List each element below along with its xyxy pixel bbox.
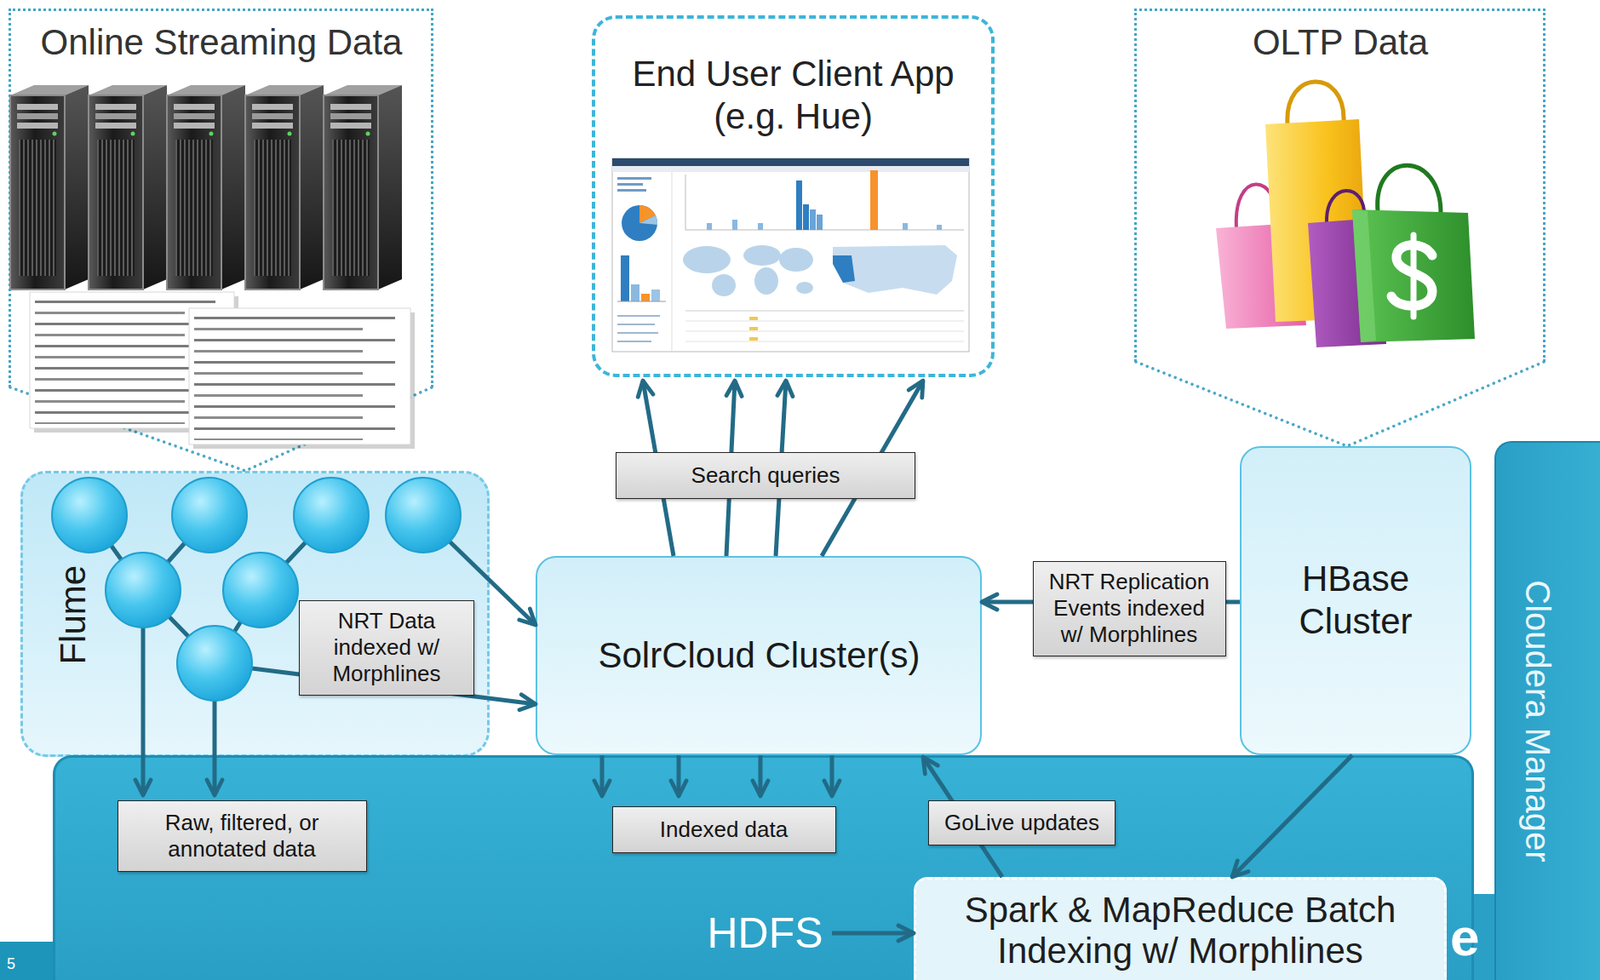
box-title: Spark & MapReduce Batch Indexing w/ Morp…	[941, 889, 1419, 973]
label-slot: e	[1450, 906, 1480, 970]
client-app-box: End User Client App (e.g. Hue)	[591, 15, 995, 378]
text-slot: SolrCloud Cluster(s)	[597, 634, 921, 677]
label-slot: GoLive updates	[928, 800, 1116, 846]
edge-label: Raw, filtered, or annotated data	[117, 800, 368, 872]
label-slot: Raw, filtered, or annotated data	[117, 800, 368, 872]
edge-label: GoLive updates	[928, 800, 1116, 846]
text-slot: Flume	[22, 593, 124, 637]
arrow-connector	[676, 755, 682, 797]
text-slot: HDFS	[706, 907, 824, 959]
edge-label: NRT Data indexed w/ Morphlines	[298, 600, 475, 696]
label-slot: NRT Replication Events indexed w/ Morphl…	[1032, 561, 1227, 657]
arrow-connector	[831, 931, 914, 936]
edge-label: Search queries	[615, 452, 916, 499]
arrow-connector	[600, 755, 605, 797]
text-slot: HBase Cluster	[1274, 557, 1438, 644]
box-title: SolrCloud Cluster(s)	[597, 634, 921, 677]
region-title: Flume	[51, 564, 94, 666]
region-title: OLTP Data	[1252, 21, 1429, 64]
side-band: Cloudera Manager	[1494, 441, 1600, 980]
arrow-connector	[830, 755, 835, 797]
edge-label: Indexed data	[612, 806, 837, 854]
callout-funnel	[10, 387, 432, 471]
label-slot: NRT Data indexed w/ Morphlines	[298, 600, 475, 696]
label-slot: 5	[6, 955, 16, 975]
region-title: Online Streaming Data	[40, 21, 403, 64]
shopping-bags	[1215, 81, 1475, 348]
arrow-connector	[1232, 755, 1353, 878]
arrow-connector	[141, 627, 146, 796]
arrow-connector	[212, 700, 218, 796]
text-slot: OLTP Data	[1252, 21, 1429, 64]
band-title: HDFS	[706, 907, 824, 959]
hue-screenshot	[612, 158, 970, 352]
edge-label: NRT Replication Events indexed w/ Morphl…	[1032, 561, 1227, 657]
label-slot: Indexed data	[612, 806, 837, 854]
band-title: Cloudera Manager	[1517, 579, 1559, 863]
server-towers	[10, 85, 402, 290]
text-slot: Online Streaming Data	[40, 21, 403, 64]
text-slot: End User Client App (e.g. Hue)	[614, 52, 974, 139]
log-printouts	[29, 292, 415, 449]
text-slot: Cloudera Manager	[1396, 700, 1600, 742]
logo-fragment: e	[1450, 906, 1480, 970]
box-title: End User Client App (e.g. Hue)	[614, 52, 973, 139]
cluster-box: HBase Cluster	[1239, 446, 1472, 756]
arrow-connector	[758, 755, 763, 797]
source-region: OLTP Data	[1134, 8, 1546, 362]
page-number: 5	[6, 955, 16, 975]
source-region: Online Streaming Data	[8, 8, 434, 388]
cluster-box: SolrCloud Cluster(s)	[535, 556, 982, 756]
label-slot: Search queries	[615, 452, 916, 499]
box-title: HBase Cluster	[1274, 557, 1437, 644]
text-slot: Spark & MapReduce Batch Indexing w/ Morp…	[941, 889, 1420, 973]
callout-funnel	[1135, 361, 1544, 447]
process-box: Spark & MapReduce Batch Indexing w/ Morp…	[913, 877, 1447, 980]
